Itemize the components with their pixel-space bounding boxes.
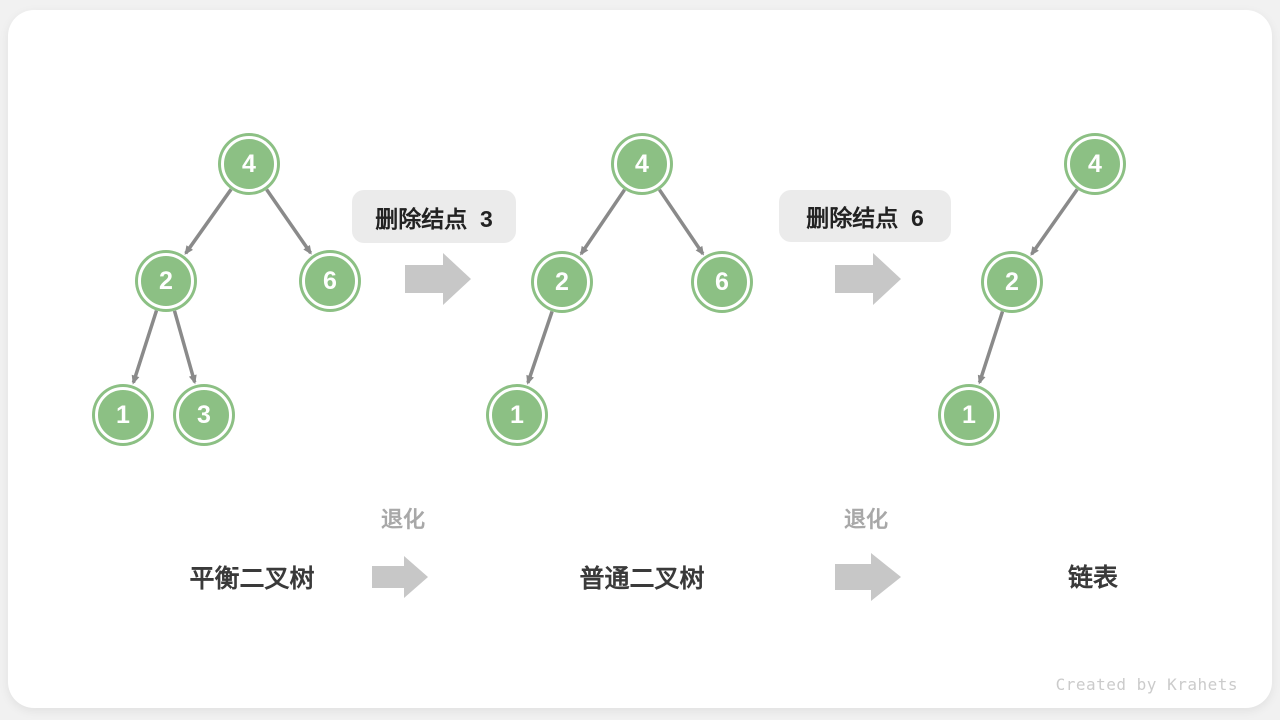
stage-label-linked-list: 链表 [1067, 564, 1119, 592]
tree-node: 6 [302, 253, 358, 309]
tree-node: 3 [176, 387, 232, 443]
tree-node: 4 [221, 136, 277, 192]
stage-label-ordinary: 普通二叉树 [579, 565, 705, 593]
tree-node: 1 [941, 387, 997, 443]
card-background [8, 10, 1272, 708]
tree-node: 4 [614, 136, 670, 192]
tree-node: 4 [1067, 136, 1123, 192]
stage-label-balanced: 平衡二叉树 [189, 565, 315, 593]
tree-node: 6 [694, 254, 750, 310]
degradation-caption-1: 退化 [380, 507, 426, 532]
tree-node: 1 [489, 387, 545, 443]
credit-text: Created by Krahets [1055, 675, 1238, 694]
degradation-caption-2: 退化 [843, 507, 889, 532]
operation-label-delete-3: 删除结点 3 [352, 190, 516, 243]
tree-node: 1 [95, 387, 151, 443]
tree-node: 2 [984, 254, 1040, 310]
operation-label-delete-6: 删除结点 6 [779, 190, 951, 242]
tree-node: 2 [534, 254, 590, 310]
tree-node: 2 [138, 253, 194, 309]
